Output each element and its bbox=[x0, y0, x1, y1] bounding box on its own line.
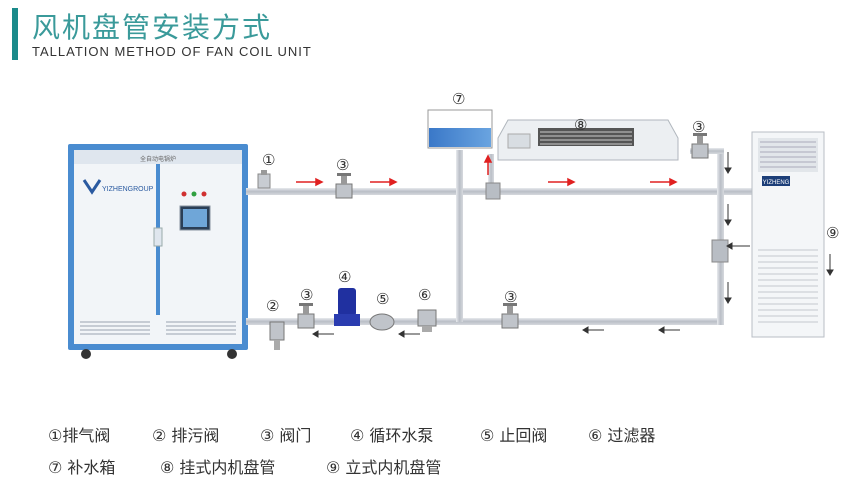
makeup-pipe bbox=[456, 150, 463, 322]
supply-pipe bbox=[246, 150, 756, 195]
label-7: ⑦ bbox=[452, 90, 465, 108]
legend-item: ④ 循环水泵 bbox=[350, 426, 434, 445]
filter-icon bbox=[417, 309, 437, 332]
tee-fitting bbox=[485, 182, 501, 200]
label-5: ⑤ bbox=[376, 290, 389, 308]
caster-wheel-icon bbox=[81, 349, 91, 359]
return-pipe bbox=[246, 195, 724, 325]
makeup-water-tank bbox=[427, 109, 493, 149]
label-3: ③ bbox=[336, 156, 349, 174]
label-3: ③ bbox=[504, 288, 517, 306]
gate-valve-icon bbox=[501, 303, 519, 329]
gate-valve-icon bbox=[335, 173, 353, 199]
page-subtitle: TALLATION METHOD OF FAN COIL UNIT bbox=[32, 44, 312, 59]
label-9: ⑨ bbox=[826, 224, 839, 242]
branch-pipe bbox=[488, 154, 494, 194]
indicator-light-icon bbox=[181, 191, 187, 197]
floor-fan-coil-unit: YIZHENG bbox=[751, 131, 825, 338]
tee-fitting bbox=[711, 239, 729, 263]
boiler-brand: YIZHENGROUP bbox=[102, 186, 154, 193]
indicator-light-icon bbox=[201, 191, 207, 197]
legend-item: ⑥ 过滤器 bbox=[588, 426, 656, 445]
return-arrow-icon bbox=[312, 152, 834, 338]
legend-item: ② 排污阀 bbox=[152, 426, 220, 445]
legend-item: ⑦ 补水箱 bbox=[48, 458, 116, 477]
fcu-badge: YIZHENG bbox=[763, 180, 790, 186]
legend-item: ③ 阀门 bbox=[260, 426, 312, 445]
legend-item: ⑤ 止回阀 bbox=[480, 426, 548, 445]
title-accent-bar bbox=[12, 8, 18, 60]
label-8: ⑧ bbox=[574, 116, 587, 134]
vent-grill bbox=[80, 321, 236, 335]
gate-valve-icon bbox=[297, 303, 315, 329]
air-vent-valve-icon bbox=[257, 170, 271, 189]
page-title: 风机盘管安装方式 bbox=[32, 11, 273, 44]
caster-wheel-icon bbox=[227, 349, 237, 359]
label-2: ② bbox=[266, 297, 279, 315]
flow-arrow-icon bbox=[296, 154, 678, 187]
check-valve-icon bbox=[369, 313, 395, 331]
drain-valve-icon bbox=[269, 321, 285, 350]
boiler-panel-text: 全自动电锅炉 bbox=[140, 155, 176, 163]
wall-fan-coil-unit bbox=[497, 119, 679, 161]
brand-logo-icon bbox=[82, 179, 102, 195]
legend-item: ⑨ 立式内机盘管 bbox=[326, 458, 442, 477]
installation-diagram: 全自动电锅炉 YIZHENGROUP bbox=[68, 90, 839, 359]
label-4: ④ bbox=[338, 268, 351, 286]
circulation-pump-icon bbox=[334, 288, 360, 326]
label-3: ③ bbox=[692, 118, 705, 136]
label-1: ① bbox=[262, 151, 275, 169]
electric-boiler: 全自动电锅炉 YIZHENGROUP bbox=[68, 144, 248, 359]
indicator-light-icon bbox=[191, 191, 197, 197]
label-3: ③ bbox=[300, 286, 313, 304]
legend-item: ⑧ 挂式内机盘管 bbox=[160, 458, 276, 477]
gate-valve-icon bbox=[691, 133, 709, 159]
label-6: ⑥ bbox=[418, 286, 431, 304]
legend-item: ①排气阀 bbox=[48, 426, 111, 445]
